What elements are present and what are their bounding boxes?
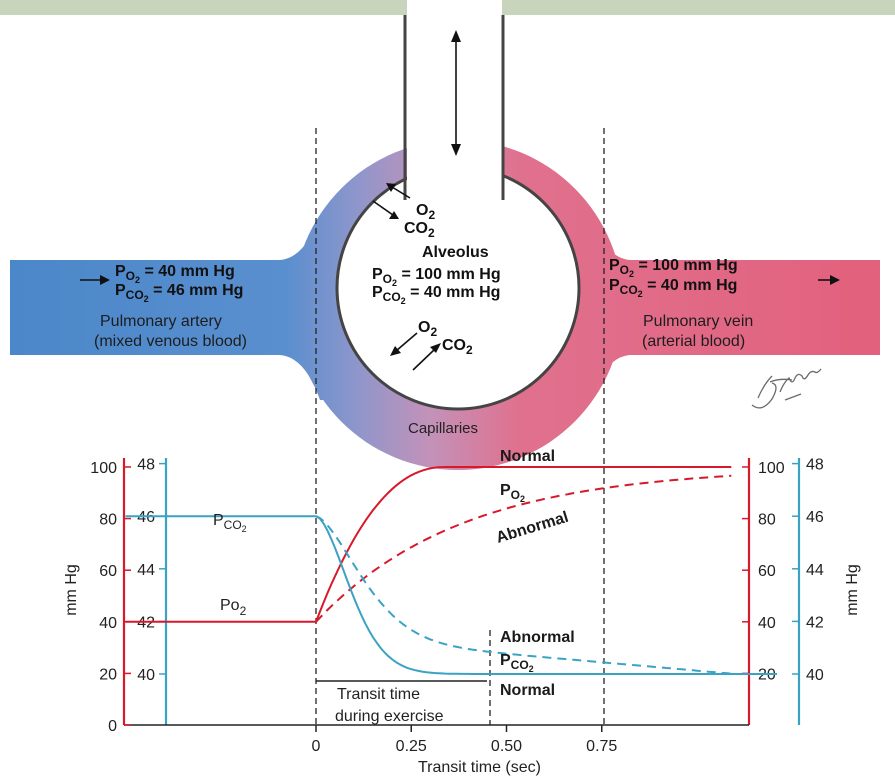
pco2-abnormal-curve — [315, 515, 732, 675]
x-tick-label: 0.25 — [396, 738, 427, 755]
right-red-tick-label: 40 — [758, 615, 776, 632]
left-blue-tick-label: 48 — [137, 457, 155, 474]
left-blue-tick-label: 46 — [137, 509, 155, 526]
artery-pco2: PCO2 = 46 mm Hg — [115, 282, 243, 304]
left-red-tick-label: 40 — [99, 615, 117, 632]
pco2-left-label: PCO2 — [213, 512, 247, 534]
o2-label: O2 — [416, 202, 435, 222]
left-blue-tick-label: 40 — [137, 667, 155, 684]
pco2-curve-label: PCO2 — [500, 652, 534, 674]
y-axis-label-right: mm Hg — [844, 564, 861, 616]
graph-axes: 1008060402004846444240100806040204846444… — [90, 457, 824, 755]
po2-normal-curve — [125, 466, 732, 623]
po2-left-label: Po2 — [220, 597, 247, 618]
dashed-time-markers — [315, 128, 605, 725]
right-blue-tick-label: 46 — [806, 509, 824, 526]
po2-curve-label: PO2 — [500, 482, 525, 504]
left-blue-tick-label: 42 — [137, 614, 155, 631]
inflow-arrow-icon — [80, 275, 110, 285]
artery-desc: (mixed venous blood) — [94, 333, 247, 350]
pco2-normal-curve — [125, 515, 777, 675]
airway-tube — [407, 0, 502, 200]
artery-name: Pulmonary artery — [100, 313, 222, 330]
vein-labels: PO2 = 100 mm Hg PCO2 = 40 mm Hg Pulmonar… — [609, 257, 753, 350]
right-blue-tick-label: 40 — [806, 667, 824, 684]
arrows — [80, 30, 840, 371]
right-red-tick-label: 60 — [758, 563, 776, 580]
right-blue-tick-label: 44 — [806, 562, 824, 579]
transit-time-text-1: Transit time — [337, 686, 420, 703]
y-axis-label-left: mm Hg — [63, 564, 80, 616]
transit-time-text-2: during exercise — [335, 708, 444, 725]
left-red-tick-label: 0 — [108, 718, 117, 735]
normal-top-label: Normal — [500, 448, 555, 465]
artery-po2: PO2 = 40 mm Hg — [115, 263, 235, 285]
abnormal-bottom-label: Abnormal — [500, 629, 575, 646]
vein-name: Pulmonary vein — [643, 313, 753, 330]
vein-desc: (arterial blood) — [642, 333, 745, 350]
right-red-tick-label: 100 — [758, 460, 785, 477]
vein-po2: PO2 = 100 mm Hg — [609, 257, 738, 279]
left-red-tick-label: 80 — [99, 512, 117, 529]
outflow-arrow-icon — [818, 275, 840, 285]
o2-down-arrow-icon — [390, 332, 418, 356]
right-blue-tick-label: 42 — [806, 614, 824, 631]
o2-bottom-label: O2 — [418, 319, 437, 339]
vein-pco2: PCO2 = 40 mm Hg — [609, 277, 737, 299]
x-axis-label: Transit time (sec) — [418, 759, 541, 776]
alveolus — [335, 0, 581, 411]
alveolus-po2: PO2 = 100 mm Hg — [372, 266, 501, 288]
co2-bottom-label: CO2 — [442, 337, 473, 357]
left-blue-tick-label: 44 — [137, 562, 155, 579]
right-red-tick-label: 80 — [758, 512, 776, 529]
x-tick-label: 0 — [312, 738, 321, 755]
graph-curves — [125, 466, 777, 675]
left-red-tick-label: 60 — [99, 563, 117, 580]
alveolus-labels: O2 CO2 Alveolus PO2 = 100 mm Hg PCO2 = 4… — [372, 202, 501, 357]
normal-bottom-label: Normal — [500, 682, 555, 699]
abnormal-top-label: Abnormal — [494, 509, 570, 547]
left-red-tick-label: 100 — [90, 460, 117, 477]
alveolus-pco2: PCO2 = 40 mm Hg — [372, 284, 500, 306]
po2-abnormal-curve — [315, 474, 732, 623]
artery-labels: PO2 = 40 mm Hg PCO2 = 46 mm Hg Pulmonary… — [94, 263, 247, 350]
co2-label: CO2 — [404, 220, 435, 240]
left-red-tick-label: 20 — [99, 666, 117, 683]
co2-up-arrow-icon — [412, 343, 441, 371]
o2-out-arrow-icon — [386, 183, 411, 199]
ventilation-double-arrow-icon — [451, 30, 461, 156]
co2-in-arrow-icon — [372, 200, 399, 219]
capillaries-label: Capillaries — [408, 420, 478, 437]
x-tick-label: 0.75 — [586, 738, 617, 755]
x-tick-label: 0.50 — [491, 738, 522, 755]
artist-signature — [751, 368, 822, 409]
right-blue-tick-label: 48 — [806, 457, 824, 474]
alveolus-title: Alveolus — [422, 244, 489, 261]
